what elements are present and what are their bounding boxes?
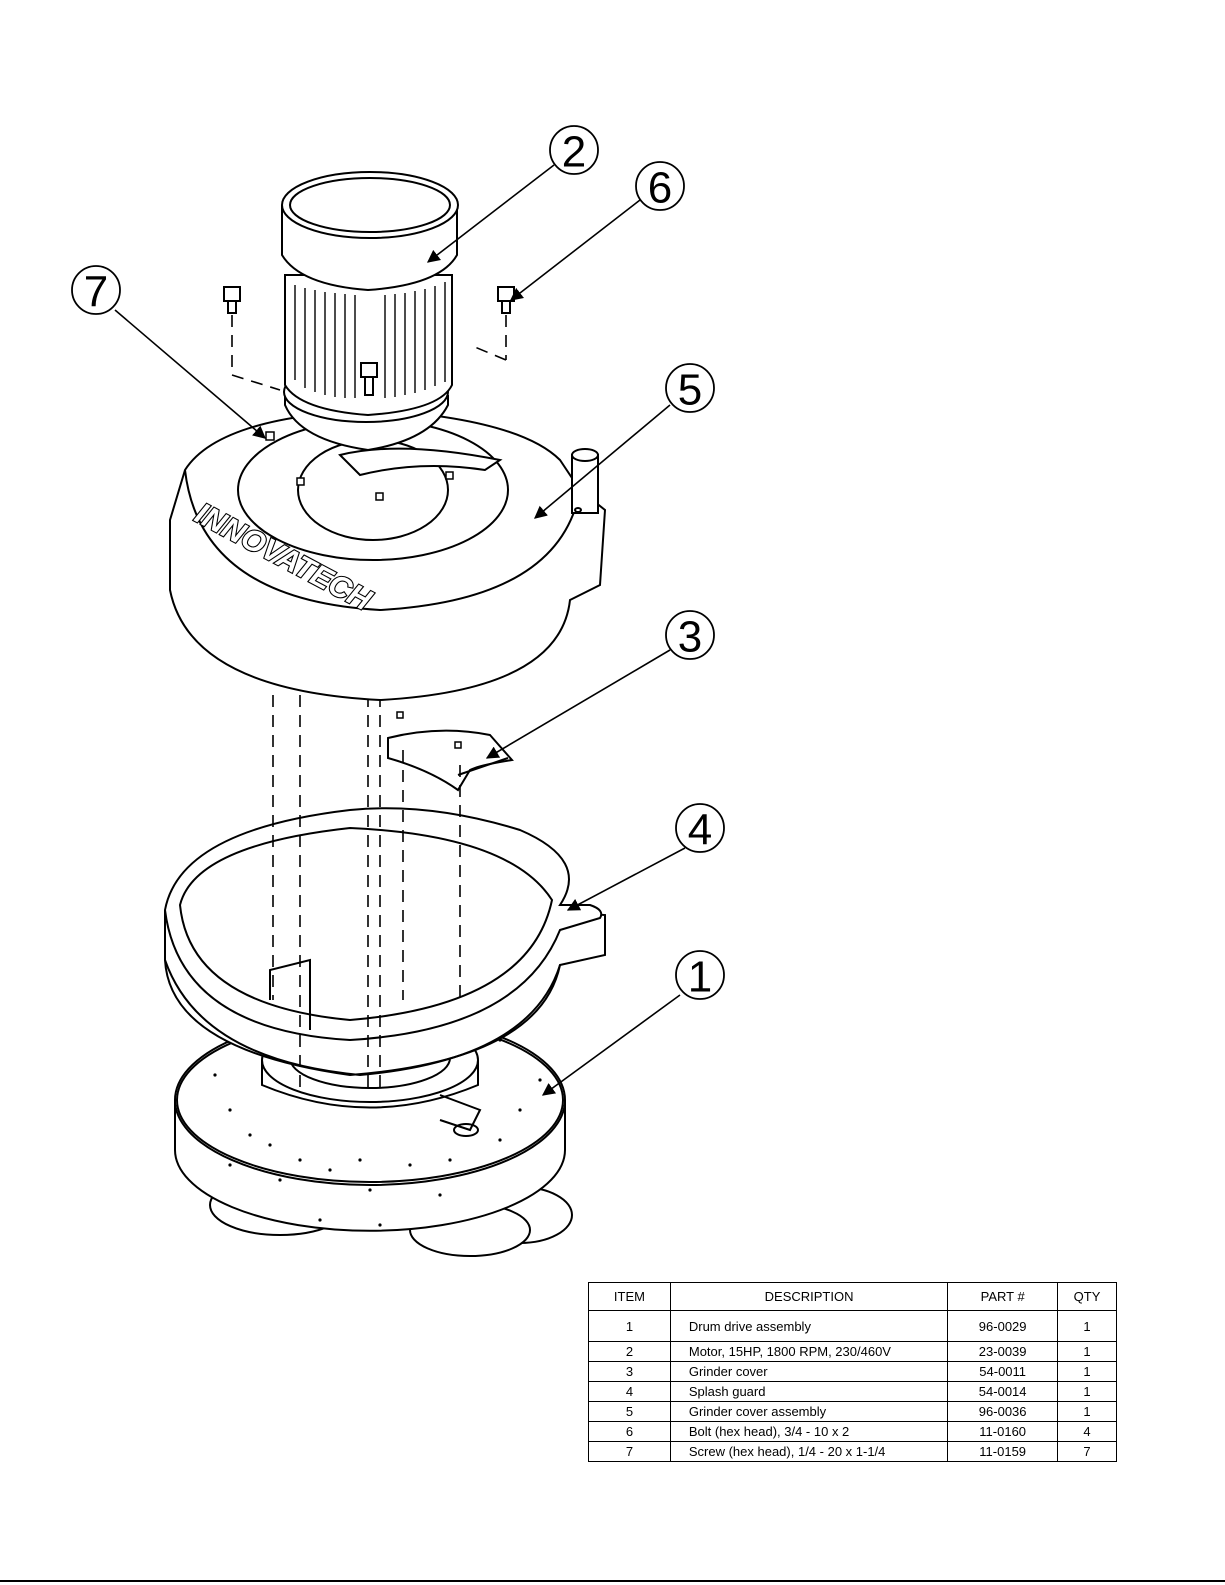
motor bbox=[281, 171, 459, 452]
row-item: 3 bbox=[588, 1361, 671, 1382]
table-row: 2 Motor, 15HP, 1800 RPM, 230/460V 23-003… bbox=[588, 1341, 1117, 1362]
callout-item-6: 6 bbox=[648, 164, 672, 213]
row-qty: 1 bbox=[1057, 1310, 1117, 1342]
row-description: Grinder cover bbox=[669, 1361, 949, 1382]
row-part-number: 11-0159 bbox=[947, 1441, 1059, 1462]
callout-item-2: 2 bbox=[562, 128, 586, 177]
row-qty: 1 bbox=[1057, 1361, 1117, 1382]
callout-item-4: 4 bbox=[688, 806, 712, 855]
table-row: 6 Bolt (hex head), 3/4 - 10 x 2 11-0160 … bbox=[588, 1421, 1117, 1442]
row-part-number: 96-0036 bbox=[947, 1401, 1059, 1422]
row-description: Screw (hex head), 1/4 - 20 x 1-1/4 bbox=[669, 1441, 949, 1462]
callout-item-5: 5 bbox=[678, 366, 702, 415]
row-item: 7 bbox=[588, 1441, 671, 1462]
grinder-cover-assembly bbox=[169, 408, 607, 702]
table-row: 3 Grinder cover 54-0011 1 bbox=[588, 1361, 1117, 1382]
row-qty: 1 bbox=[1057, 1401, 1117, 1422]
grinder-cover bbox=[387, 729, 514, 792]
row-description: Drum drive assembly bbox=[669, 1310, 949, 1342]
splash-guard bbox=[163, 807, 606, 1077]
row-qty: 1 bbox=[1057, 1381, 1117, 1402]
row-part-number: 23-0039 bbox=[947, 1341, 1059, 1362]
header-qty: QTY bbox=[1057, 1282, 1117, 1311]
row-item: 5 bbox=[588, 1401, 671, 1422]
parts-list-table: ITEM DESCRIPTION PART # QTY 1 Drum drive… bbox=[588, 1282, 1117, 1462]
row-description: Bolt (hex head), 3/4 - 10 x 2 bbox=[669, 1421, 949, 1442]
table-row: 5 Grinder cover assembly 96-0036 1 bbox=[588, 1401, 1117, 1422]
hex-screws bbox=[265, 431, 462, 749]
header-description: DESCRIPTION bbox=[669, 1282, 949, 1311]
table-header-row: ITEM DESCRIPTION PART # QTY bbox=[588, 1282, 1117, 1311]
row-item: 6 bbox=[588, 1421, 671, 1442]
table-row: 4 Splash guard 54-0014 1 bbox=[588, 1381, 1117, 1402]
table-row: 7 Screw (hex head), 1/4 - 20 x 1-1/4 11-… bbox=[588, 1441, 1117, 1462]
row-part-number: 54-0014 bbox=[947, 1381, 1059, 1402]
header-part-number: PART # bbox=[947, 1282, 1059, 1311]
table-row: 1 Drum drive assembly 96-0029 1 bbox=[588, 1310, 1117, 1342]
row-qty: 4 bbox=[1057, 1421, 1117, 1442]
header-item: ITEM bbox=[588, 1282, 671, 1311]
row-qty: 1 bbox=[1057, 1341, 1117, 1362]
callout-item-1: 1 bbox=[688, 953, 712, 1002]
row-description: Splash guard bbox=[669, 1381, 949, 1402]
row-part-number: 54-0011 bbox=[947, 1361, 1059, 1382]
row-description: Motor, 15HP, 1800 RPM, 230/460V bbox=[669, 1341, 949, 1362]
row-item: 2 bbox=[588, 1341, 671, 1362]
row-description: Grinder cover assembly bbox=[669, 1401, 949, 1422]
row-part-number: 96-0029 bbox=[947, 1310, 1059, 1342]
row-item: 4 bbox=[588, 1381, 671, 1402]
callout-item-7: 7 bbox=[84, 268, 108, 317]
row-qty: 7 bbox=[1057, 1441, 1117, 1462]
row-item: 1 bbox=[588, 1310, 671, 1342]
row-part-number: 11-0160 bbox=[947, 1421, 1059, 1442]
page-bottom-rule bbox=[0, 1580, 1225, 1582]
callout-item-3: 3 bbox=[678, 613, 702, 662]
